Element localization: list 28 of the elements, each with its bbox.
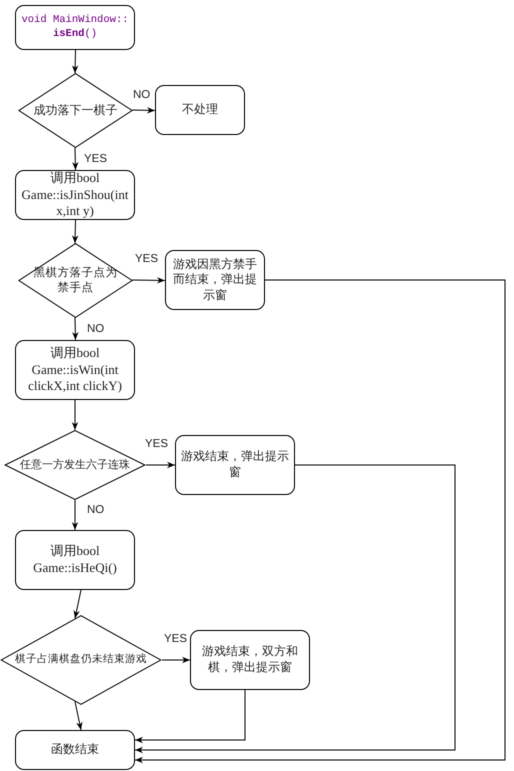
decision-diamond: 黑棋方落子点为禁手点 — [18, 243, 133, 318]
arrow — [72, 147, 79, 170]
arrow — [134, 280, 506, 764]
decision-diamond: 任意一方发生六子连珠 — [4, 430, 146, 500]
start-box: void MainWindow:: isEnd() — [15, 5, 135, 50]
arrow — [72, 220, 78, 244]
arrow — [146, 462, 176, 468]
arrow — [72, 317, 79, 340]
end-box: 函数结束 — [15, 730, 135, 770]
arrow — [134, 464, 456, 754]
arrow — [72, 500, 78, 530]
process-box: 游戏结束，双方和棋，弹出提示窗 — [190, 630, 310, 690]
arrow — [72, 50, 78, 74]
process-box: 调用bool Game::isJinShou(int x,int y) — [15, 170, 135, 220]
process-box: 游戏因黑方禁手而结束，弹出提示窗 — [165, 250, 265, 310]
decision-diamond: 成功落下一棋子 — [18, 73, 133, 148]
arrow — [132, 277, 166, 284]
arrow — [132, 107, 156, 114]
arrow — [162, 656, 190, 664]
arrow — [72, 400, 78, 430]
decision-diamond: 棋子占满棋盘仍未结束游戏 — [0, 615, 162, 705]
arrow — [74, 590, 82, 619]
process-box: 不处理 — [155, 85, 245, 135]
arrow — [74, 701, 82, 730]
process-box: 游戏结束，弹出提示窗 — [175, 435, 295, 495]
process-box: 调用bool Game::isHeQi() — [15, 530, 135, 590]
arrow — [134, 690, 246, 744]
process-box: 调用bool Game::isWin(int clickX,int clickY) — [15, 340, 135, 400]
